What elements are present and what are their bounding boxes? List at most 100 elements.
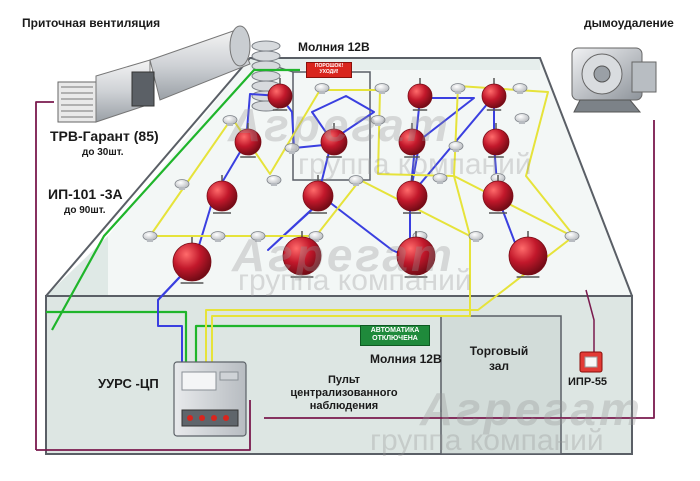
fire-sign-top-line1: ПОРОШОК!: [314, 63, 344, 69]
trv-sphere: [407, 83, 433, 109]
trv-extinguisher: [396, 175, 428, 214]
smoke-detector: [374, 83, 390, 94]
smoke-detector: [174, 179, 190, 190]
vent-duct-end: [229, 25, 251, 67]
smoke-detector-base: [271, 183, 277, 186]
trading-room-line1: Торговый: [469, 344, 529, 358]
uurs-label: УУРС -ЦП: [98, 376, 159, 391]
trv-extinguisher: [482, 123, 510, 158]
uurs-panel-indicator: [211, 415, 217, 421]
back-wall-top: [250, 58, 540, 70]
ip-label: ИП-101 -3А: [48, 186, 123, 202]
smoke-detector: [564, 231, 580, 242]
trv-sphere: [398, 128, 426, 156]
smoke-fan-motor: [631, 61, 657, 93]
trv-extinguisher: [302, 175, 334, 214]
trv-extinguisher: [267, 78, 293, 111]
trv-sphere: [267, 83, 293, 109]
trv-sphere: [481, 83, 507, 109]
trv-sphere: [172, 242, 212, 282]
smoke-detector: [468, 231, 484, 242]
trv-sphere: [482, 128, 510, 156]
smoke-detector-base: [569, 239, 575, 242]
trv-sphere: [508, 236, 548, 276]
trv-sphere: [206, 180, 238, 212]
smoke-detector: [210, 231, 226, 242]
trv-sphere: [482, 180, 514, 212]
smoke-detector-base: [289, 151, 295, 154]
uurs-panel-slot: [219, 371, 239, 381]
smoke-detector-base: [215, 239, 221, 242]
vent-main-duct: [149, 29, 251, 101]
smoke-detector-base: [453, 149, 459, 152]
trv-label: ТРВ-Гарант (85): [50, 128, 159, 144]
automation-off-sign: АВТОМАТИКА ОТКЛЮЧЕНА: [360, 325, 430, 346]
watermark-subtitle-3: группа компаний: [370, 424, 604, 457]
console-line2: централизованного: [290, 387, 398, 399]
trv-qty-label: до 30шт.: [82, 147, 124, 158]
roof-outline: [45, 57, 633, 297]
smoke-detector: [250, 231, 266, 242]
smoke-fan-hub: [593, 65, 611, 83]
vent-motor: [131, 71, 155, 107]
smoke-detector: [514, 113, 530, 124]
console-line3: наблюдения: [309, 400, 379, 412]
smoke-detector: [266, 175, 282, 186]
watermark-brand: Агрегат: [228, 99, 451, 151]
purple-wire-ventilation: [35, 101, 54, 450]
smoke-detector-base: [179, 187, 185, 190]
uurs-panel-keypad: [181, 409, 239, 427]
uurs-panel-display: [181, 371, 217, 391]
uurs-panel-indicator: [199, 415, 205, 421]
trv-extinguisher: [482, 175, 514, 214]
trv-sphere: [396, 180, 428, 212]
trv-sphere: [234, 128, 262, 156]
flex-duct-ring: [251, 70, 281, 82]
smoke-detector: [348, 175, 364, 186]
automation-sign-line1: АВТОМАТИКА: [370, 327, 420, 334]
green-wire-sign: [194, 324, 360, 362]
molniya-bottom-label: Молния 12В: [370, 352, 442, 366]
trv-extinguisher: [320, 123, 348, 158]
uurs-panel-indicator: [223, 415, 229, 421]
trv-extinguisher: [282, 231, 322, 278]
smoke-detector: [370, 115, 386, 126]
smoke-detector: [308, 231, 324, 242]
trv-sphere: [302, 180, 334, 212]
smoke-detector-base: [379, 91, 385, 94]
console-label: Пульт централизованного наблюдения: [282, 374, 406, 413]
ipr-label: ИПР-55: [568, 376, 608, 388]
supply-ventilation-label: Приточная вентиляция: [22, 16, 161, 30]
watermark-brand-2: Агрегат: [232, 229, 455, 281]
watermark-subtitle-2: группа компаний: [238, 264, 472, 297]
smoke-detector-base: [473, 239, 479, 242]
smoke-detector-base: [455, 91, 461, 94]
vent-grille: [57, 81, 97, 123]
trv-extinguisher: [481, 78, 507, 111]
purple-wire-smoke: [264, 120, 655, 419]
smoke-detector: [314, 83, 330, 94]
trv-extinguisher: [234, 123, 262, 158]
smoke-detector: [284, 143, 300, 154]
smoke-detector-base: [147, 239, 153, 242]
trv-extinguisher: [172, 237, 212, 284]
ip-qty-label: до 90шт.: [64, 205, 106, 216]
smoke-detector: [448, 141, 464, 152]
flex-duct-ring: [251, 50, 281, 62]
green-wire-roof: [51, 68, 300, 331]
automation-sign-line2: ОТКЛЮЧЕНА: [372, 335, 418, 342]
trv-sphere: [396, 236, 436, 276]
smoke-detector-base: [319, 91, 325, 94]
console-line1: Пульт: [327, 374, 361, 386]
molniya-top-label: Молния 12В: [298, 40, 370, 54]
trv-extinguisher: [508, 231, 548, 278]
smoke-detector-base: [313, 239, 319, 242]
trv-extinguisher: [206, 175, 238, 214]
smoke-detector: [222, 115, 238, 126]
room-door: [440, 315, 562, 455]
fire-sign-top-line2: УХОДИ!: [319, 69, 339, 75]
smoke-detector-base: [255, 239, 261, 242]
smoke-detector: [142, 231, 158, 242]
